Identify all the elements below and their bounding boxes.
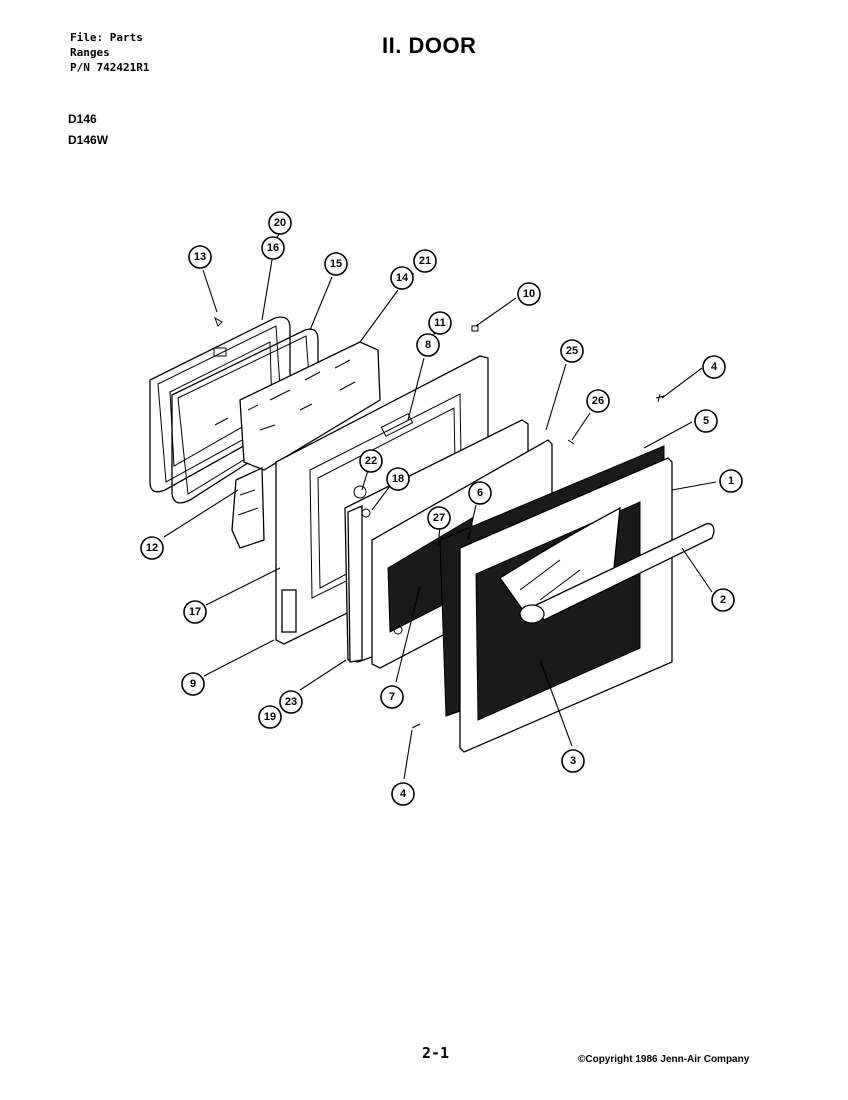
callout-4-bottom: 4 [391, 782, 415, 806]
part-number-label: P/N 742421R1 [70, 61, 150, 74]
svg-text:4: 4 [711, 361, 718, 373]
svg-text:4: 4 [400, 788, 407, 800]
svg-text:2: 2 [720, 594, 726, 606]
callout-8-top: 8 [416, 333, 440, 357]
svg-text:15: 15 [330, 258, 342, 270]
copyright-notice: ©Copyright 1986 Jenn-Air Company [578, 1054, 750, 1065]
svg-text:25: 25 [566, 345, 578, 357]
svg-text:9: 9 [190, 678, 196, 690]
svg-text:13: 13 [194, 251, 206, 263]
callout-23: 23 [279, 690, 303, 714]
svg-text:12: 12 [146, 542, 158, 554]
callout-27: 27 [427, 506, 451, 530]
svg-text:1: 1 [728, 475, 734, 487]
door-handle-part [519, 523, 715, 624]
svg-text:22: 22 [365, 455, 377, 467]
callout-15: 15 [324, 252, 348, 276]
model-d146: D146 [68, 112, 97, 126]
callout-22: 22 [359, 449, 383, 473]
svg-text:16: 16 [267, 242, 279, 254]
svg-text:21: 21 [419, 255, 431, 267]
svg-text:23: 23 [285, 696, 297, 708]
callout-4-top: 4 [702, 355, 726, 379]
svg-text:8: 8 [425, 339, 431, 351]
svg-text:17: 17 [189, 606, 201, 618]
callout-16: 16 [261, 236, 285, 260]
svg-text:14: 14 [396, 272, 409, 284]
svg-text:6: 6 [477, 487, 483, 499]
callout-3: 3 [561, 749, 585, 773]
callout-20: 20 [268, 211, 292, 235]
page-title: II. DOOR [382, 33, 477, 58]
svg-text:19: 19 [264, 711, 276, 723]
callout-19: 19 [258, 705, 282, 729]
model-d146w: D146W [68, 133, 109, 147]
callout-13: 13 [188, 245, 212, 269]
callout-2: 2 [711, 588, 735, 612]
callout-5: 5 [694, 409, 718, 433]
svg-text:3: 3 [570, 755, 576, 767]
callout-11: 11 [428, 311, 452, 335]
screw-parts [214, 316, 665, 729]
insulation-part [231, 341, 381, 549]
callout-10: 10 [517, 282, 541, 306]
callout-6: 6 [468, 481, 492, 505]
callout-25: 25 [560, 339, 584, 363]
callout-17: 17 [183, 600, 207, 624]
svg-text:27: 27 [433, 512, 445, 524]
category-label: Ranges [70, 46, 110, 59]
callout-9: 9 [181, 672, 205, 696]
svg-text:10: 10 [523, 288, 535, 300]
callout-1: 1 [719, 469, 743, 493]
callout-21: 21 [413, 249, 437, 273]
file-label: File: Parts [70, 31, 143, 44]
callout-26: 26 [586, 389, 610, 413]
svg-text:7: 7 [389, 691, 395, 703]
svg-text:18: 18 [392, 473, 404, 485]
callouts: 20 16 13 15 21 14 10 11 8 25 4 26 5 22 1… [140, 211, 743, 806]
svg-text:11: 11 [434, 317, 446, 329]
callout-14: 14 [390, 266, 414, 290]
callout-7: 7 [380, 685, 404, 709]
svg-text:5: 5 [703, 415, 709, 427]
callout-12: 12 [140, 536, 164, 560]
page-number: 2-1 [422, 1044, 450, 1062]
svg-text:26: 26 [592, 395, 604, 407]
svg-text:20: 20 [274, 217, 286, 229]
callout-18: 18 [386, 467, 410, 491]
